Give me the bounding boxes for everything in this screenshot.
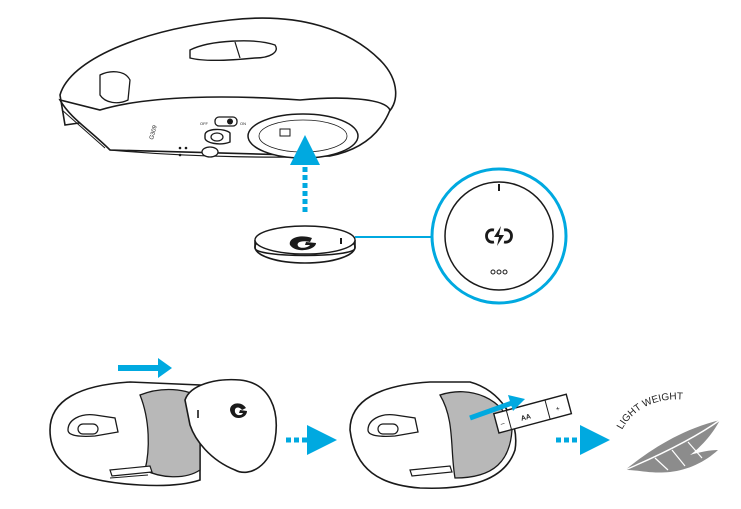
mouse-remove-cover [49, 378, 277, 487]
model-label: G309 [149, 124, 159, 140]
switch-on-label: ON [240, 121, 246, 126]
lightweight-badge: LIGHT WEIGHT [615, 391, 721, 473]
feather-icon [624, 419, 721, 473]
mouse-side-grip [99, 71, 131, 104]
aa-battery: – AA + [492, 393, 573, 434]
lightspeed-module-zoom [430, 167, 568, 305]
mouse-insert-battery: – AA + [349, 381, 573, 490]
battery-minus: – [500, 420, 506, 428]
mouse-button-slot [189, 40, 277, 62]
lightspeed-module [254, 225, 356, 264]
top-cover [184, 378, 277, 474]
logitech-g-logo [230, 403, 247, 419]
battery-label: AA [520, 413, 532, 422]
lightweight-text: LIGHT WEIGHT [615, 391, 683, 431]
lightspeed-icon [485, 226, 513, 246]
switch-off-label: OFF [200, 121, 209, 126]
mouse-underside: OFF ON G309 [58, 17, 397, 159]
logitech-g-logo [289, 236, 316, 251]
power-switch [214, 116, 238, 127]
mouse-foot [201, 146, 219, 158]
battery-plus: + [555, 406, 561, 414]
sensor-window [204, 128, 231, 145]
svg-text:LIGHT WEIGHT: LIGHT WEIGHT [615, 391, 683, 431]
arrow-right-icon [118, 358, 172, 378]
